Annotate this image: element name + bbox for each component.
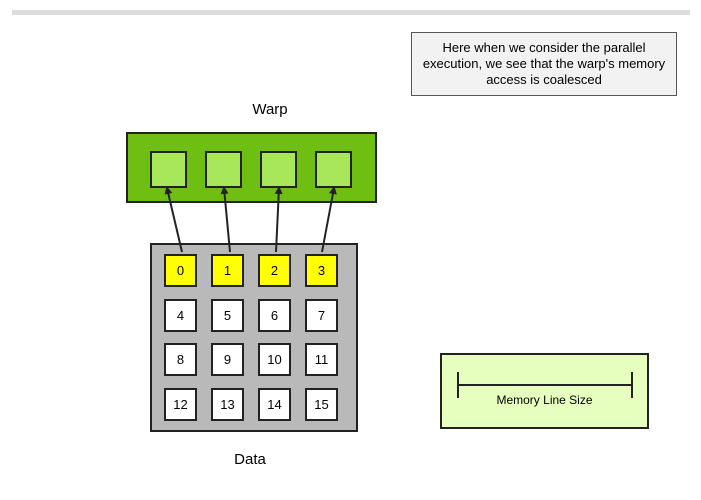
memory-line-ruler xyxy=(457,372,633,398)
top-divider xyxy=(12,10,690,15)
data-cell-15: 15 xyxy=(305,388,338,421)
data-cell-12: 12 xyxy=(164,388,197,421)
data-cell-0: 0 xyxy=(164,254,197,287)
data-cell-7: 7 xyxy=(305,299,338,332)
warp-thread-3 xyxy=(315,151,352,188)
data-cell-5: 5 xyxy=(211,299,244,332)
warp-thread-1 xyxy=(205,151,242,188)
data-label: Data xyxy=(234,451,266,468)
data-cell-11: 11 xyxy=(305,343,338,376)
data-cell-8: 8 xyxy=(164,343,197,376)
data-cell-13: 13 xyxy=(211,388,244,421)
data-cell-14: 14 xyxy=(258,388,291,421)
data-grid: 0 1 2 3 4 5 6 7 8 9 10 11 12 13 14 15 xyxy=(150,243,358,432)
data-cell-4: 4 xyxy=(164,299,197,332)
data-cell-1: 1 xyxy=(211,254,244,287)
warp-label: Warp xyxy=(252,101,288,118)
explanation-note: Here when we consider the parallel execu… xyxy=(411,32,677,96)
data-cell-10: 10 xyxy=(258,343,291,376)
warp-thread-2 xyxy=(260,151,297,188)
data-cell-3: 3 xyxy=(305,254,338,287)
data-cell-9: 9 xyxy=(211,343,244,376)
warp-thread-0 xyxy=(150,151,187,188)
explanation-note-text: Here when we consider the parallel execu… xyxy=(422,40,666,87)
memory-line-label: Memory Line Size xyxy=(496,393,593,407)
warp-box xyxy=(126,132,377,203)
memory-line-box: Memory Line Size xyxy=(440,353,649,429)
data-cell-2: 2 xyxy=(258,254,291,287)
data-cell-6: 6 xyxy=(258,299,291,332)
